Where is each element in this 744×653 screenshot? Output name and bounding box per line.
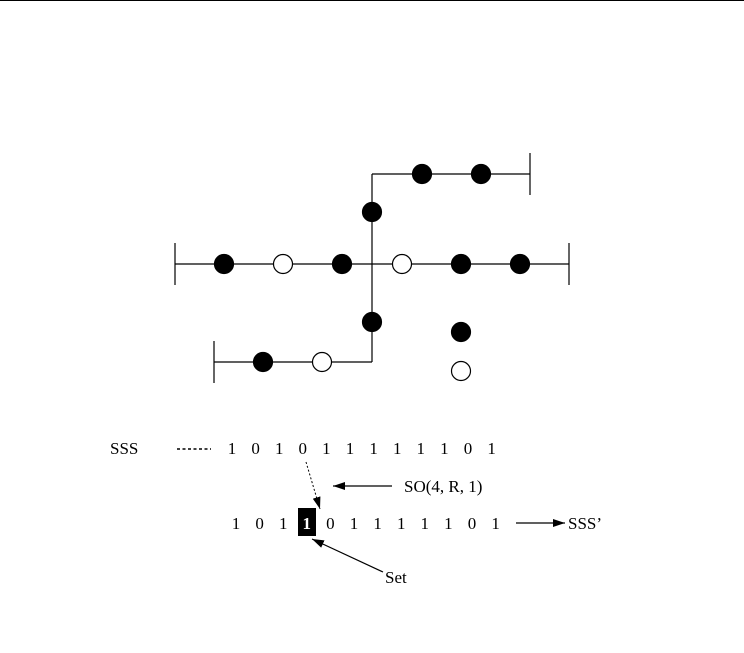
operation-label: SO(4, R, 1): [404, 477, 482, 496]
dotted-transfer-arrow: [306, 462, 320, 509]
sss-bit: 1: [393, 439, 402, 458]
legend-empty-node: [452, 362, 471, 381]
empty-node: [313, 353, 332, 372]
result-bit: 1: [373, 514, 382, 533]
filled-node: [511, 255, 530, 274]
sss-bit: 0: [464, 439, 473, 458]
filled-node: [363, 313, 382, 332]
sss-bit: 1: [275, 439, 284, 458]
filled-node: [254, 353, 273, 372]
result-bit: 1: [232, 514, 241, 533]
result-bit: 1: [350, 514, 359, 533]
filled-node: [413, 165, 432, 184]
empty-node: [274, 255, 293, 274]
sss-bit: 1: [346, 439, 355, 458]
sss-bit: 1: [322, 439, 331, 458]
empty-node: [393, 255, 412, 274]
node-legend: [452, 323, 471, 381]
sss-bit: 1: [487, 439, 496, 458]
sss-bit: 1: [369, 439, 378, 458]
set-label: Set: [385, 568, 407, 587]
sss-prime-label: SSS’: [568, 514, 602, 533]
filled-node: [363, 203, 382, 222]
result-bit: 0: [326, 514, 335, 533]
sss-bit: 1: [417, 439, 426, 458]
result-bit: 1: [279, 514, 288, 533]
result-bit: 1: [444, 514, 453, 533]
filled-node: [333, 255, 352, 274]
filled-node: [452, 255, 471, 274]
sss-bit: 0: [299, 439, 308, 458]
result-bit: 1: [491, 514, 500, 533]
result-bit: 0: [255, 514, 264, 533]
sss-bit: 1: [440, 439, 449, 458]
result-bit-highlighted: 1: [303, 514, 312, 533]
filled-node: [215, 255, 234, 274]
result-bit: 1: [421, 514, 430, 533]
sss-bit: 1: [228, 439, 237, 458]
result-bit: 1: [397, 514, 406, 533]
set-arrow: [312, 539, 383, 572]
sss-bit: 0: [251, 439, 260, 458]
network-lines: [175, 153, 569, 383]
sss-label: SSS: [110, 439, 138, 458]
result-bit: 0: [468, 514, 477, 533]
legend-filled-node: [452, 323, 471, 342]
filled-node: [472, 165, 491, 184]
